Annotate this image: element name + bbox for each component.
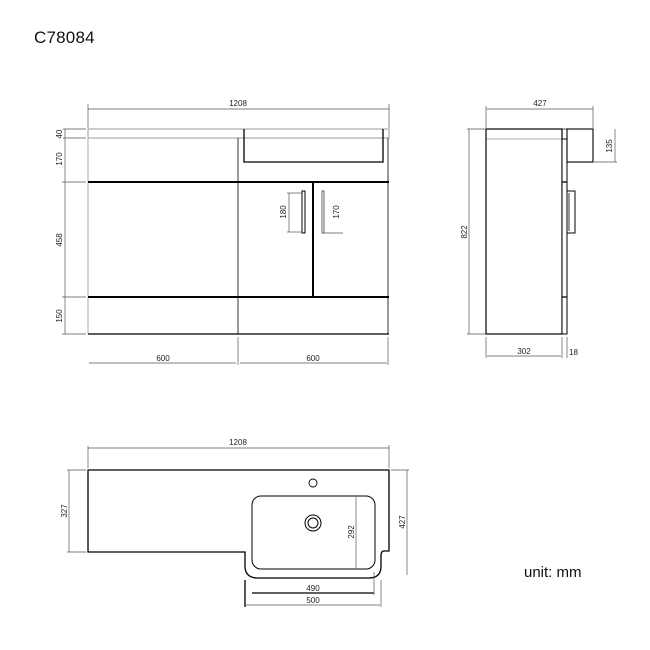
basin-inner-width-label: 490 xyxy=(306,584,320,593)
front-height-upper-label: 170 xyxy=(55,152,64,166)
front-height-middle-label: 458 xyxy=(55,233,64,247)
drain-icon xyxy=(304,514,322,532)
side-depth-label: 427 xyxy=(533,99,547,108)
tap-hole-icon xyxy=(308,478,318,488)
front-height-bottom-label: 150 xyxy=(55,309,64,323)
front-height-top-label: 40 xyxy=(55,129,64,138)
product-code: C78084 xyxy=(34,28,95,47)
front-width-label: 1208 xyxy=(229,99,247,108)
top-width-label: 1208 xyxy=(229,438,247,447)
side-height-label: 822 xyxy=(460,225,469,239)
side-door-thickness-label: 18 xyxy=(569,348,578,357)
top-view: 1208 327 427 292 490 500 xyxy=(60,438,409,607)
basin-outer-width-label: 500 xyxy=(306,596,320,605)
front-view: 1208 180 170 40 170 xyxy=(55,99,390,365)
handle-left-label: 180 xyxy=(279,205,288,219)
handle-right-label: 170 xyxy=(332,205,341,219)
side-view: 427 822 135 302 18 xyxy=(460,99,617,358)
top-depth-right-label: 427 xyxy=(398,515,407,529)
front-width-left-label: 600 xyxy=(156,354,170,363)
side-body-depth-label: 302 xyxy=(517,347,531,356)
side-basin-height-label: 135 xyxy=(605,139,614,153)
handle-left-icon xyxy=(301,190,306,234)
front-width-right-label: 600 xyxy=(306,354,320,363)
handle-right-icon xyxy=(321,190,325,234)
basin-depth-label: 292 xyxy=(347,525,356,539)
top-depth-left-label: 327 xyxy=(60,504,69,518)
unit-label: unit: mm xyxy=(524,564,582,581)
